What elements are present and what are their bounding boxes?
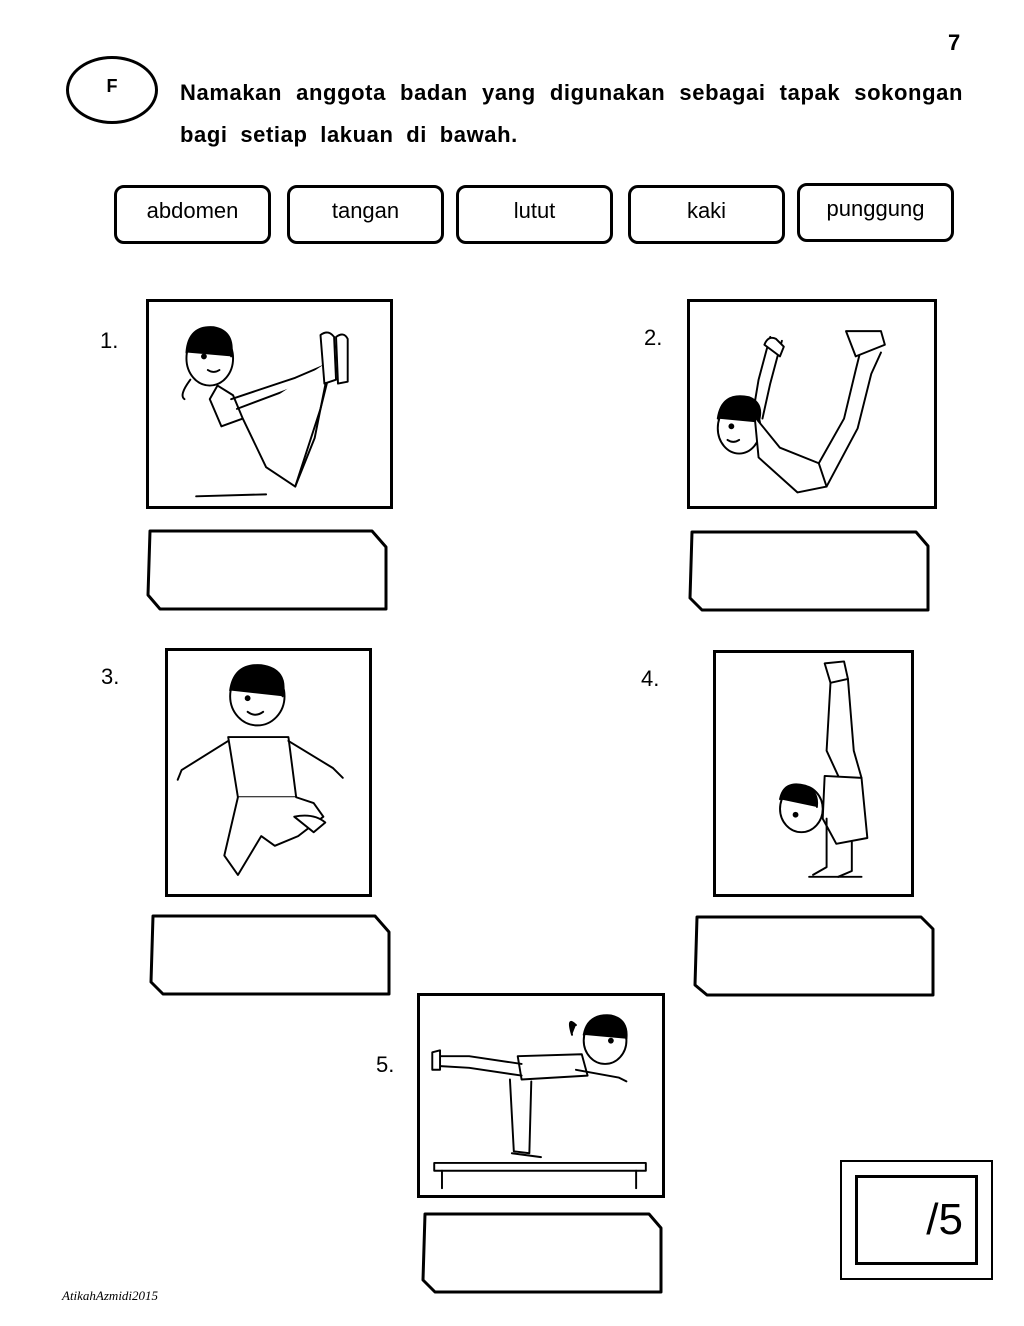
word-bank-item-abdomen[interactable]: abdomen xyxy=(114,185,271,244)
word-bank-item-lutut[interactable]: lutut xyxy=(456,185,613,244)
score-box-outer xyxy=(840,1160,993,1280)
picture-superman-boy xyxy=(687,299,937,509)
word-bank-item-tangan[interactable]: tangan xyxy=(287,185,444,244)
answer-box-outline xyxy=(146,529,388,611)
word-bank-item-kaki[interactable]: kaki xyxy=(628,185,785,244)
superman-boy-illustration xyxy=(716,330,886,494)
section-label-oval: F xyxy=(66,56,158,124)
word-bank-label: tangan xyxy=(331,197,400,223)
answer-box-outline xyxy=(693,915,935,997)
question-number-3: 3. xyxy=(101,664,120,689)
footer-author: AtikahAzmidi2015 xyxy=(62,1288,159,1303)
word-bank-item-punggung[interactable]: punggung xyxy=(797,183,954,242)
score-total: /5 xyxy=(926,1195,963,1244)
score-box[interactable]: /5 xyxy=(855,1175,978,1265)
answer-box-1[interactable] xyxy=(146,527,389,613)
word-bank-label: punggung xyxy=(826,195,925,221)
word-bank-label: kaki xyxy=(686,197,727,223)
v-sit-girl-illustration xyxy=(181,326,349,498)
answer-box-outline xyxy=(149,914,391,996)
word-bank-label: abdomen xyxy=(146,197,239,223)
word-bank-label: lutut xyxy=(513,197,556,223)
question-number-4: 4. xyxy=(641,666,660,691)
question-number-2: 2. xyxy=(644,325,663,350)
answer-box-outline xyxy=(688,530,930,612)
answer-box-outline xyxy=(421,1212,663,1294)
section-label: F xyxy=(106,75,118,96)
arabesque-girl-illustration xyxy=(431,1014,647,1190)
picture-v-sit-girl xyxy=(146,299,393,509)
answer-box-5[interactable] xyxy=(421,1210,664,1296)
page-number: 7 xyxy=(948,30,961,55)
answer-box-2[interactable] xyxy=(688,528,932,614)
question-number-1: 1. xyxy=(100,328,119,353)
handstand-boy-illustration xyxy=(779,660,869,878)
answer-box-3[interactable] xyxy=(149,912,392,998)
question-number-5: 5. xyxy=(376,1052,395,1077)
picture-handstand-boy xyxy=(713,650,914,897)
answer-box-4[interactable] xyxy=(693,913,936,999)
instruction-text: Namakan anggota badan yang digunakan seb… xyxy=(180,80,963,147)
picture-kneeling-boy xyxy=(165,648,372,897)
picture-arabesque-girl xyxy=(417,993,665,1198)
kneeling-boy-illustration xyxy=(176,664,344,876)
